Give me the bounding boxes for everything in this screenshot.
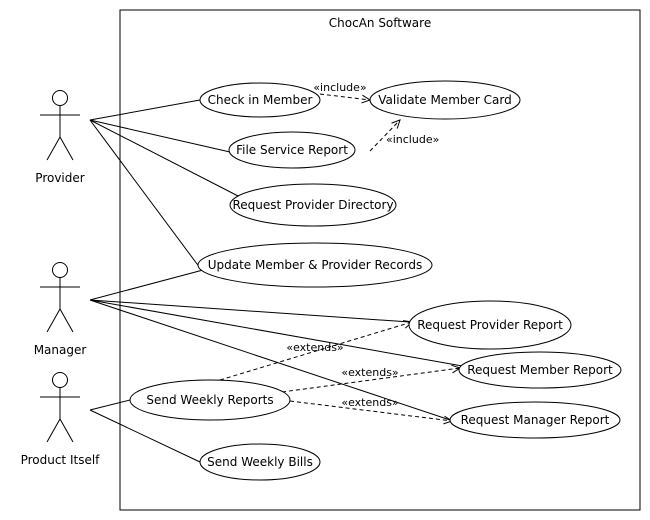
system-boundary: [119, 9, 641, 511]
dependency-check_in-validate: «include»: [313, 81, 372, 104]
use-case-ellipse: [458, 351, 622, 389]
use-case-req-prov[interactable]: Request Provider Report: [408, 300, 572, 350]
stick-figure-icon: [40, 372, 80, 443]
use-case-ellipse: [197, 242, 433, 288]
association-manager-update: [89, 269, 204, 301]
association-provider-req_dir: [89, 119, 241, 198]
use-case-label: Send Weekly Bills: [207, 455, 313, 469]
dependency-weekly_reports-req_mgr: «extends»: [289, 396, 454, 425]
use-case-label: Send Weekly Reports: [146, 393, 273, 407]
stereotype-label: «extends»: [341, 396, 398, 409]
stereotype-label: «include»: [313, 81, 366, 94]
association-manager-req_prov: [89, 299, 411, 323]
use-case-ellipse: [228, 131, 356, 169]
use-case-label: Validate Member Card: [378, 93, 511, 107]
use-case-label: File Service Report: [236, 143, 348, 157]
use-case-label: Request Member Report: [467, 363, 613, 377]
use-case-ellipse: [369, 80, 521, 120]
actor-label: Product Itself: [21, 453, 101, 467]
use-case-ellipse: [449, 401, 621, 439]
use-case-label: Request Provider Directory: [232, 198, 393, 212]
dependency-line: [319, 93, 371, 101]
actor-product: Product Itself: [21, 372, 101, 467]
stereotype-label: «include»: [386, 133, 439, 146]
use-case-weekly-reports[interactable]: Send Weekly Reports: [129, 379, 291, 421]
arrowhead: [391, 119, 401, 129]
association-manager-req_mem: [89, 299, 469, 368]
stick-figure-icon: [40, 90, 80, 161]
use-case-label: Check in Member: [208, 93, 313, 107]
dependency-line: [219, 321, 413, 381]
actor-provider: Provider: [35, 90, 85, 185]
use-case-label: Request Provider Report: [417, 318, 563, 332]
actor-label: Manager: [34, 343, 87, 357]
association-provider-check_in: [89, 99, 201, 121]
use-case-ellipse: [199, 443, 321, 481]
use-case-update[interactable]: Update Member & Provider Records: [197, 242, 433, 288]
dependency-line: [369, 119, 401, 152]
use-case-check-in[interactable]: Check in Member: [199, 82, 321, 118]
association-product-weekly_bills: [89, 409, 201, 463]
use-case-ellipse: [129, 379, 291, 421]
use-case-file-report[interactable]: File Service Report: [228, 131, 356, 169]
association-manager-req_mgr: [89, 299, 451, 421]
actor-label: Provider: [35, 171, 84, 185]
actor-manager: Manager: [34, 262, 87, 357]
use-case-label: Update Member & Provider Records: [208, 258, 423, 272]
use-case-ellipse: [199, 82, 321, 118]
stick-figure-icon: [40, 262, 80, 333]
association-product-weekly_reports: [89, 399, 131, 411]
dependency-weekly_reports-req_mem: «extends»: [281, 364, 462, 393]
stereotype-label: «extends»: [341, 366, 398, 379]
stereotype-label: «extends»: [286, 341, 343, 354]
use-case-ellipse: [408, 300, 572, 350]
use-case-validate[interactable]: Validate Member Card: [369, 80, 521, 120]
use-case-req-mgr[interactable]: Request Manager Report: [449, 401, 621, 439]
dependency-line: [281, 367, 461, 393]
use-case-weekly-bills[interactable]: Send Weekly Bills: [199, 443, 321, 481]
association-provider-update: [89, 119, 201, 269]
use-case-req-mem[interactable]: Request Member Report: [458, 351, 622, 389]
use-case-req-dir[interactable]: Request Provider Directory: [229, 183, 397, 227]
use-case-label: Request Manager Report: [461, 413, 610, 427]
dependency-line: [289, 400, 453, 422]
system-title: ChocAn Software: [329, 16, 431, 30]
use-case-ellipse: [229, 183, 397, 227]
association-provider-file_report: [89, 119, 231, 153]
dependency-file_report-validate: «include»: [369, 119, 439, 152]
